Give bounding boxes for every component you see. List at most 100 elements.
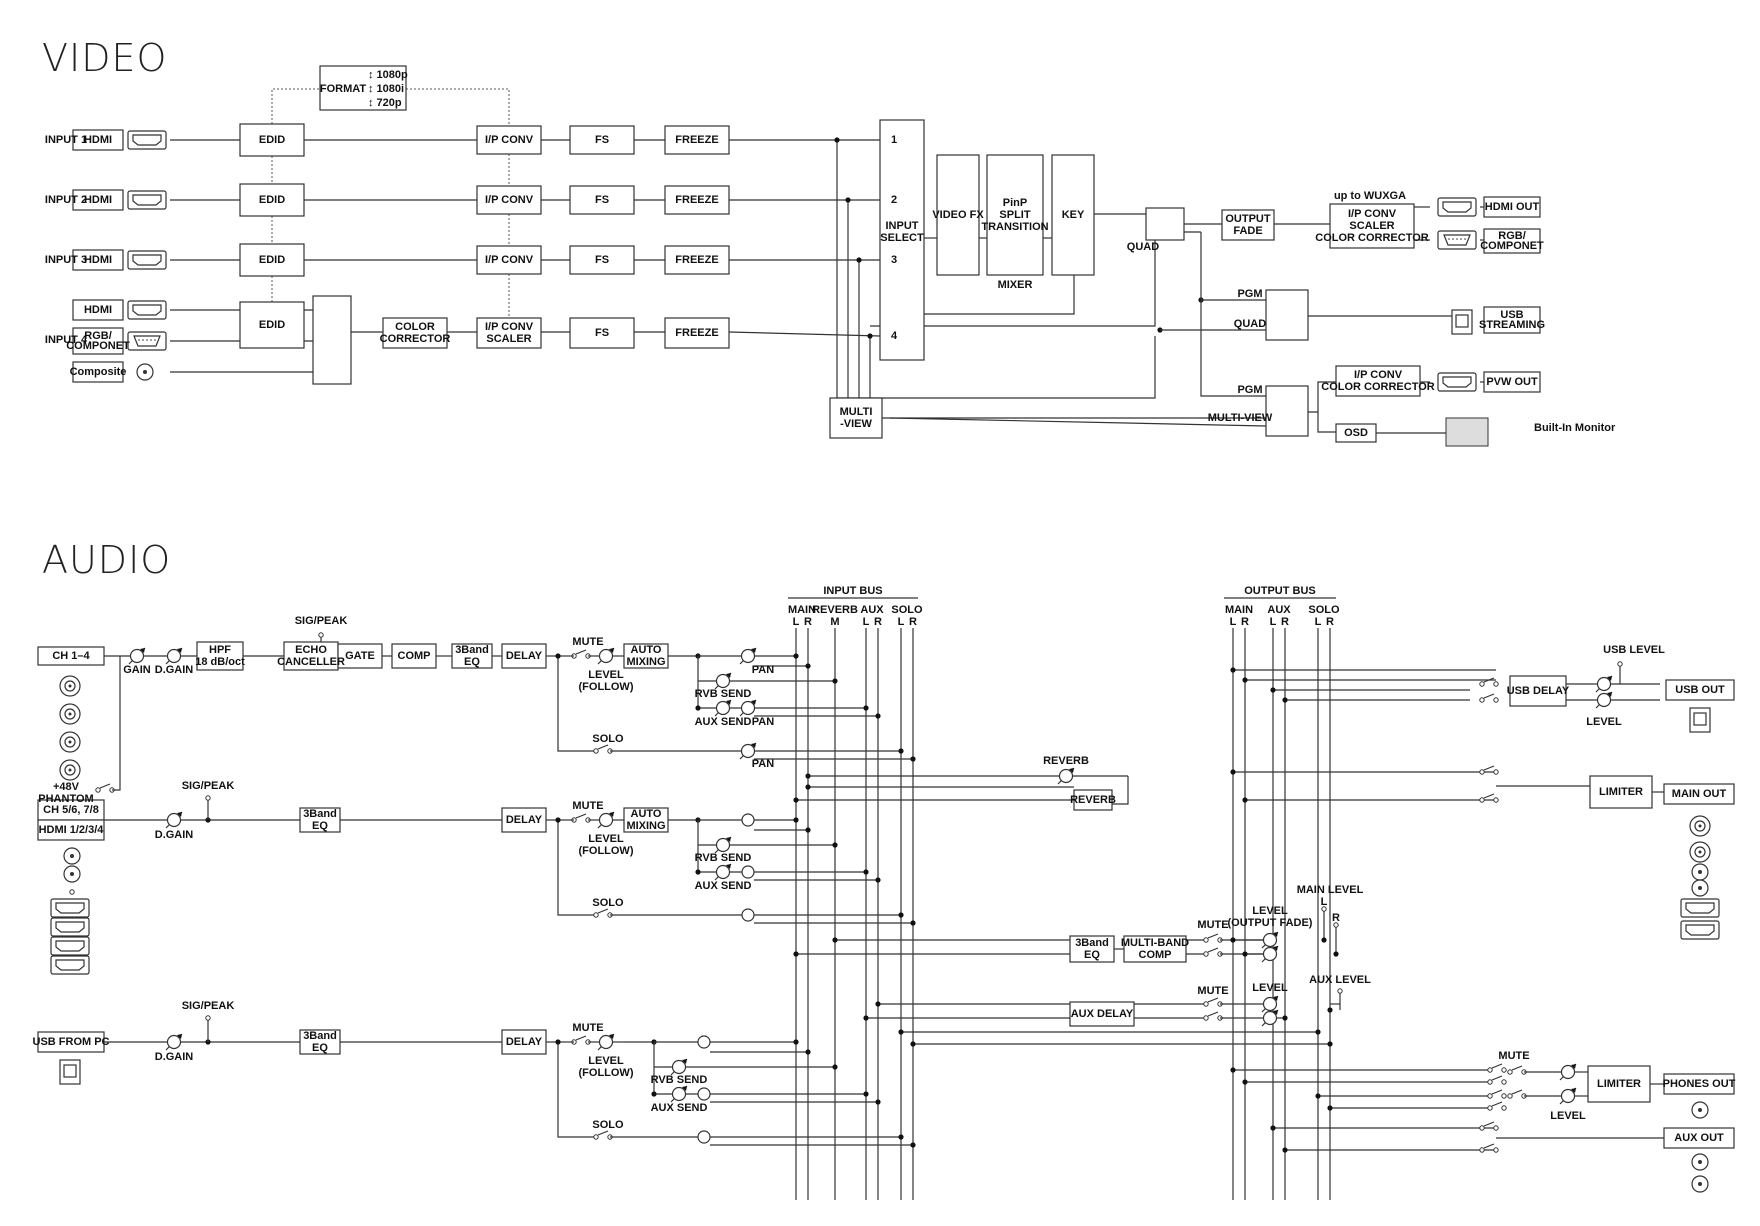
wire — [924, 275, 1075, 315]
node — [1617, 661, 1623, 667]
color-corrector-block — [382, 317, 448, 349]
label: I/P CONV — [485, 254, 534, 266]
hdmi-port-icon — [1442, 201, 1472, 213]
select-input-number: 2 — [891, 194, 897, 206]
wire — [1491, 1063, 1503, 1069]
arrow — [751, 743, 756, 748]
level-knob-icon — [715, 700, 731, 716]
junction-dot — [793, 951, 799, 957]
bus-sub-label: R — [1281, 616, 1289, 628]
junction-dot — [875, 1001, 881, 1007]
level-knob-icon — [1262, 946, 1278, 962]
wire — [1491, 1089, 1503, 1095]
label: GAIN — [123, 664, 151, 676]
junction-dot — [863, 1015, 869, 1021]
arrow — [726, 700, 731, 705]
junction-dot — [910, 920, 916, 926]
hdmi-port-icon — [1442, 376, 1472, 388]
level-label: LEVEL(FOLLOW) — [579, 669, 634, 693]
hdmi-connector-icon — [50, 936, 90, 956]
label: AUX DELAY — [1071, 1008, 1134, 1020]
ipconv-scaler-block — [476, 317, 542, 349]
node — [1203, 1015, 1209, 1021]
video-fx-block — [936, 154, 980, 276]
hdmi-connector-icon — [50, 955, 90, 975]
node — [1487, 1079, 1493, 1085]
aux-send-label: AUX SEND — [651, 1102, 708, 1114]
pan-node — [697, 1087, 711, 1101]
level-label: LEVEL(FOLLOW) — [579, 833, 634, 857]
wire — [1207, 947, 1219, 953]
sel-pgm-label: PGM — [1237, 288, 1262, 300]
label: FREEZE — [675, 254, 718, 266]
label: SIG/PEAK — [295, 615, 348, 627]
pvw-processor-block — [1335, 365, 1421, 397]
junction-dot — [898, 748, 904, 754]
wire — [1483, 1121, 1495, 1127]
junction-dot — [832, 937, 838, 943]
wire — [889, 417, 1267, 427]
node — [1507, 1069, 1513, 1075]
input-bus-title: INPUT BUS — [823, 585, 882, 597]
label: I/P CONV — [485, 134, 534, 146]
fs-block — [569, 125, 635, 155]
wire — [1483, 793, 1495, 799]
rvb-send-label: RVB SEND — [695, 688, 752, 700]
wire — [1207, 997, 1219, 1003]
mute-label: MUTE — [572, 800, 603, 812]
vga-port-icon — [1443, 234, 1471, 246]
ipconv-block — [476, 185, 542, 215]
label: I/P CONV — [485, 194, 534, 206]
label: AUX OUT — [1674, 1132, 1724, 1144]
edid-block — [239, 301, 305, 349]
vga-pin — [1464, 238, 1466, 240]
junction-dot — [863, 705, 869, 711]
arrow — [177, 648, 182, 653]
output-bus-title: OUTPUT BUS — [1244, 585, 1316, 597]
jack-pin — [1698, 824, 1702, 828]
vga-pin — [146, 339, 148, 341]
select-input-number: 1 — [891, 134, 897, 146]
label: RGB/COMPONET — [66, 330, 130, 352]
label: EDID — [259, 194, 285, 206]
node — [205, 795, 211, 801]
hdmi-port-icon — [1685, 902, 1715, 914]
arrow — [726, 673, 731, 678]
label: MAIN — [788, 604, 816, 616]
label: GATE — [345, 650, 375, 662]
quad-label: QUAD — [1127, 241, 1159, 253]
sel-pgm-label: PGM — [1237, 384, 1262, 396]
label: HDMI — [84, 134, 112, 146]
vga-port-icon — [133, 335, 161, 347]
node — [1493, 797, 1499, 803]
source-box — [72, 299, 124, 321]
solo-label: SOLO — [592, 1119, 624, 1131]
input-label: INPUT 1 — [45, 134, 87, 146]
jack-ring — [1694, 846, 1706, 858]
freeze-block — [664, 185, 730, 215]
rca-pin — [1698, 886, 1702, 890]
bus-sub-label: R — [1241, 616, 1249, 628]
bus-sub-label: L — [1230, 616, 1237, 628]
auto-mixing-block — [623, 807, 669, 833]
rca-pin — [1698, 1182, 1702, 1186]
hdmi-port-icon — [132, 134, 162, 146]
rca-pin — [1698, 1160, 1702, 1164]
junction-dot — [898, 1029, 904, 1035]
level-knob-icon — [598, 648, 614, 664]
source-box — [72, 361, 124, 383]
arrow — [1069, 768, 1074, 773]
junction-dot — [1327, 1105, 1333, 1111]
node — [1479, 1147, 1485, 1153]
level-label: LEVEL(FOLLOW) — [579, 1055, 634, 1079]
wire — [1483, 677, 1495, 683]
wire — [597, 908, 609, 914]
fs-block — [569, 245, 635, 275]
ipconv-block — [476, 245, 542, 275]
label: HDMI — [84, 194, 112, 206]
aux-delay-block — [1069, 1001, 1135, 1027]
node — [1203, 937, 1209, 943]
